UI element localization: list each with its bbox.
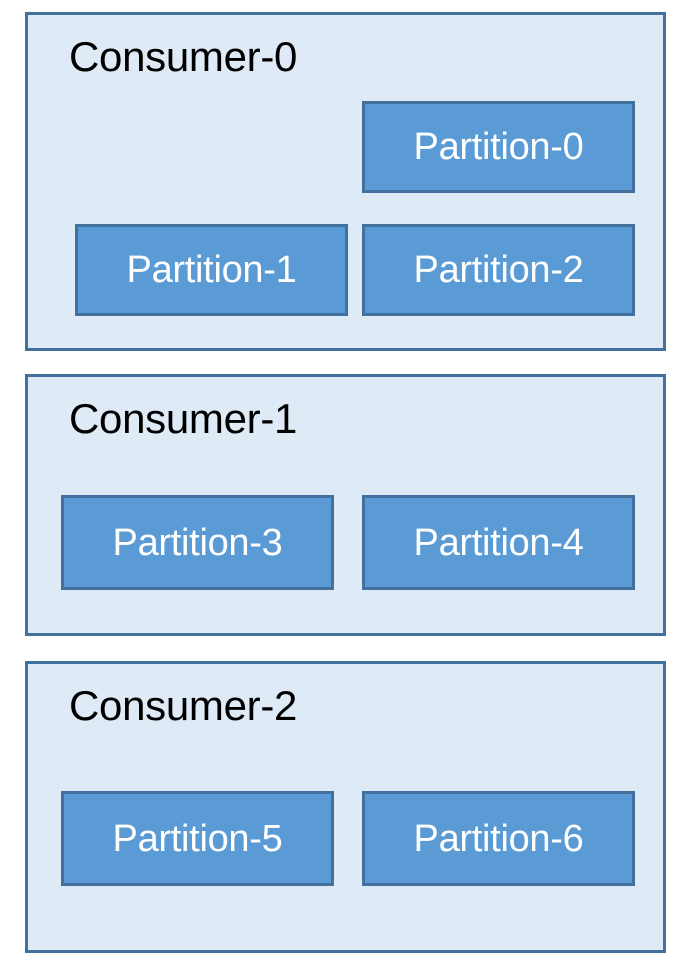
partition-box-0-label: Partition-0 [413, 126, 584, 168]
partition-box-4[interactable]: Partition-4 [362, 495, 635, 590]
partition-box-3-label: Partition-3 [112, 521, 283, 564]
consumer-group-2[interactable]: Consumer-2 Partition-5 Partition-6 [25, 661, 666, 953]
consumer-group-1[interactable]: Consumer-1 Partition-3 Partition-4 [25, 374, 666, 636]
consumer-group-0-label: Consumer-0 [69, 33, 298, 80]
partition-box-3[interactable]: Partition-3 [61, 495, 334, 590]
partition-box-2[interactable]: Partition-2 [362, 224, 635, 316]
partition-box-4-label: Partition-4 [413, 521, 584, 564]
partition-box-2-label: Partition-2 [413, 249, 584, 291]
partition-box-6-label: Partition-6 [413, 817, 584, 860]
partition-box-5-label: Partition-5 [112, 817, 283, 860]
partition-box-6[interactable]: Partition-6 [362, 791, 635, 886]
consumer-group-0[interactable]: Consumer-0 Partition-0 Partition-1 Parti… [25, 12, 666, 351]
partition-box-1-label: Partition-1 [126, 249, 297, 291]
consumer-group-1-label: Consumer-1 [69, 395, 298, 442]
partition-box-0[interactable]: Partition-0 [362, 101, 635, 193]
consumer-group-2-label: Consumer-2 [69, 682, 298, 729]
partition-box-5[interactable]: Partition-5 [61, 791, 334, 886]
partition-box-1[interactable]: Partition-1 [75, 224, 348, 316]
